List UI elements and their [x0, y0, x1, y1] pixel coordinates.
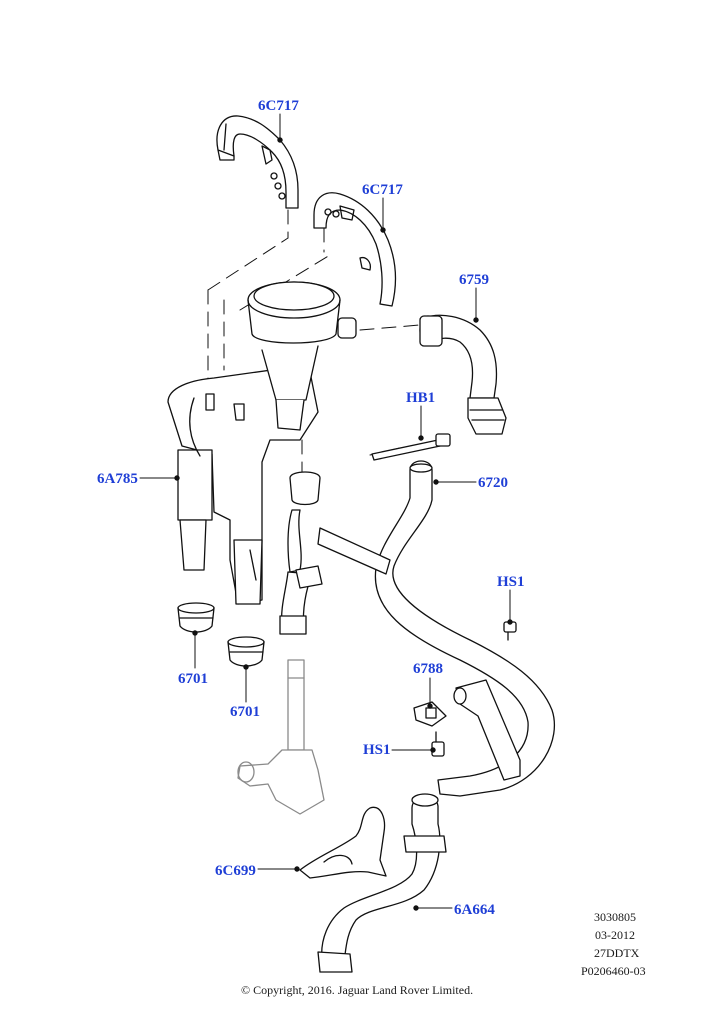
- part-6c699-heat-shield[interactable]: [299, 806, 387, 879]
- callout-leaders: [139, 113, 513, 911]
- callout-6720[interactable]: 6720: [478, 475, 508, 491]
- callout-6701-right[interactable]: 6701: [230, 704, 260, 720]
- part-6720-pipe[interactable]: [279, 460, 556, 797]
- mounting-bracket: [453, 679, 521, 781]
- part-6701-seal-left[interactable]: [177, 602, 215, 633]
- part-6c717-lower-hose[interactable]: [313, 192, 397, 307]
- callout-6701-left[interactable]: 6701: [178, 671, 208, 687]
- callout-6a785[interactable]: 6A785: [97, 471, 138, 487]
- part-6c717-upper-hose[interactable]: [216, 115, 299, 209]
- callout-hb1[interactable]: HB1: [406, 390, 436, 406]
- part-6701-seal-right[interactable]: [227, 636, 265, 667]
- ghost-pump-assembly: [237, 659, 325, 815]
- copyright-notice: © Copyright, 2016. Jaguar Land Rover Lim…: [241, 983, 474, 997]
- part-hs1-screw-upper[interactable]: [503, 621, 517, 641]
- callout-6c717-lower[interactable]: 6C717: [362, 182, 403, 198]
- part-6a664-hose[interactable]: [317, 793, 447, 973]
- part-hb1-bolt[interactable]: [371, 433, 451, 461]
- callout-6788[interactable]: 6788: [413, 661, 443, 677]
- drawing-date: 03-2012: [595, 928, 635, 942]
- callout-hs1-upper[interactable]: HS1: [497, 574, 525, 590]
- part-6a785-oil-separator[interactable]: [167, 281, 357, 605]
- callout-6a664[interactable]: 6A664: [454, 902, 495, 918]
- part-6759-hose[interactable]: [419, 314, 507, 435]
- callout-6759[interactable]: 6759: [459, 272, 489, 288]
- callout-6c699[interactable]: 6C699: [215, 863, 256, 879]
- drawing-reference: P0206460-03: [581, 964, 646, 978]
- drawing-number: 3030805: [594, 910, 636, 924]
- part-hs1-screw-lower[interactable]: [431, 731, 445, 757]
- drawing-code: 27DDTX: [594, 946, 640, 960]
- callout-hs1-lower[interactable]: HS1: [363, 742, 391, 758]
- callout-6c717-upper[interactable]: 6C717: [258, 98, 299, 114]
